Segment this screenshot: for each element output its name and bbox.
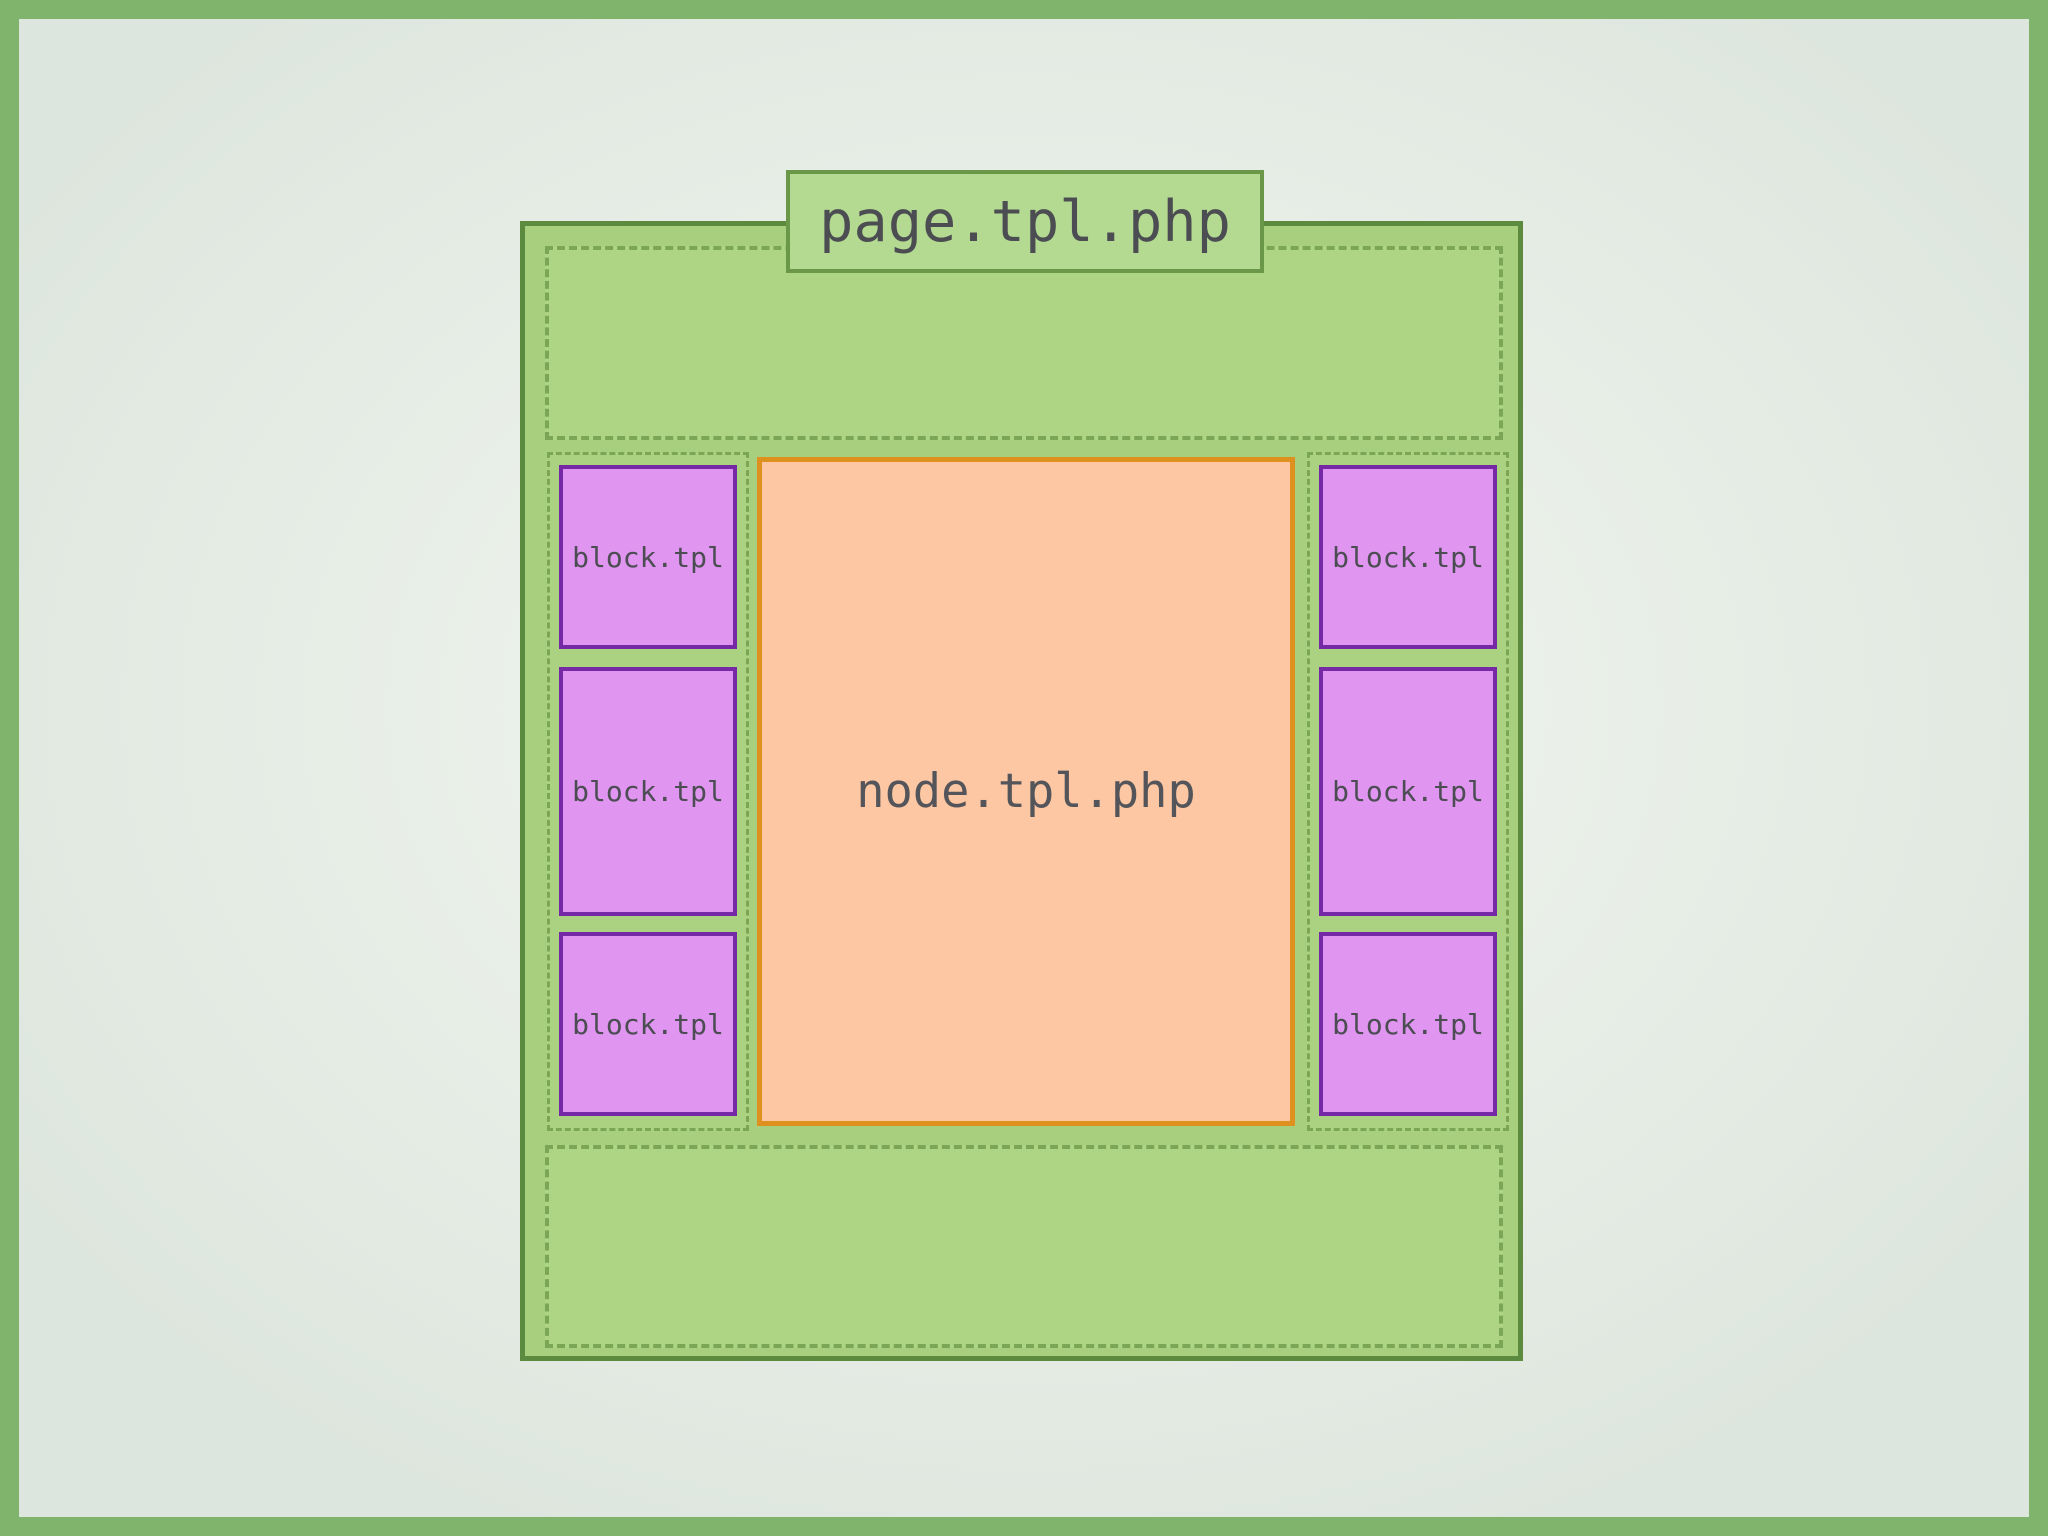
block-template-box: block.tpl — [559, 932, 737, 1116]
block-template-box: block.tpl — [559, 465, 737, 649]
block-template-box: block.tpl — [1319, 667, 1497, 916]
page-template-label: page.tpl.php — [819, 188, 1231, 255]
block-template-label: block.tpl — [572, 775, 724, 808]
node-template-label: node.tpl.php — [856, 764, 1196, 819]
block-template-label: block.tpl — [572, 540, 724, 574]
page-template-container: block.tpl block.tpl block.tpl node.tpl.p… — [520, 221, 1523, 1361]
page-template-tab: page.tpl.php — [786, 170, 1264, 273]
block-template-box: block.tpl — [1319, 465, 1497, 649]
block-template-label: block.tpl — [1332, 1007, 1484, 1041]
footer-region — [545, 1145, 1503, 1348]
node-template-box: node.tpl.php — [757, 457, 1295, 1126]
block-template-label: block.tpl — [1332, 775, 1484, 808]
right-sidebar-region: block.tpl block.tpl block.tpl — [1307, 452, 1509, 1131]
block-template-label: block.tpl — [1332, 540, 1484, 574]
block-template-box: block.tpl — [1319, 932, 1497, 1116]
block-template-box: block.tpl — [559, 667, 737, 916]
left-sidebar-region: block.tpl block.tpl block.tpl — [547, 452, 749, 1131]
block-template-label: block.tpl — [572, 1007, 724, 1041]
header-region — [545, 246, 1503, 440]
